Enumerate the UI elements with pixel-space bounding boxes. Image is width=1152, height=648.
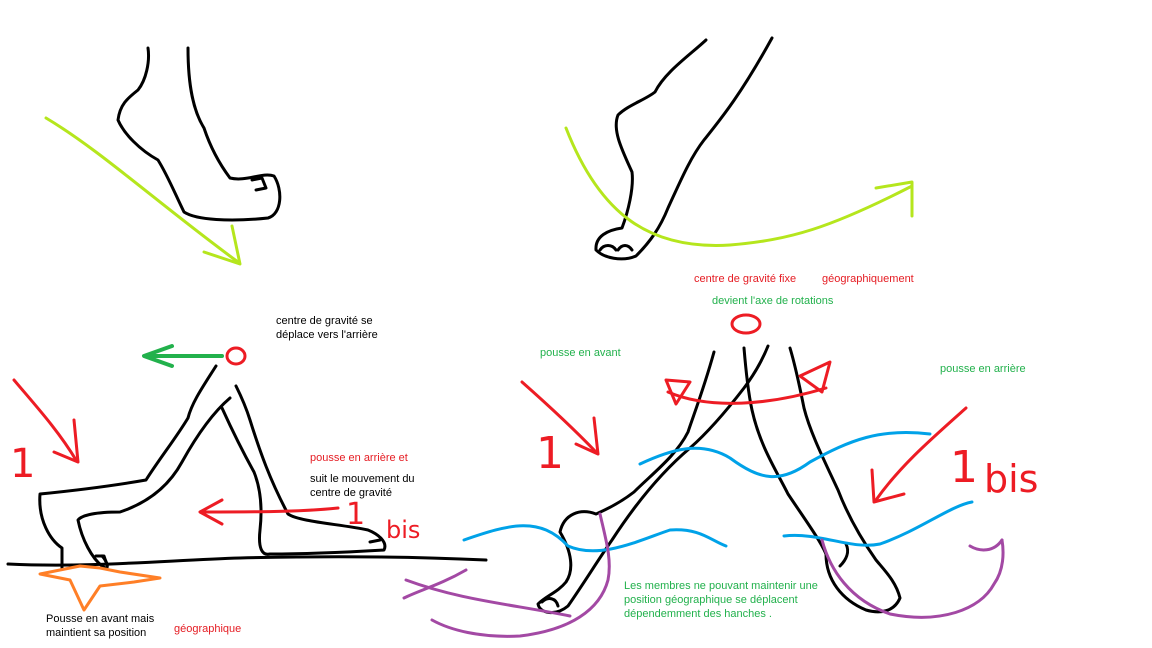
label-geographic-left: géographique xyxy=(174,623,242,635)
left-walking-legs xyxy=(38,364,387,570)
label-follows-1: suit le mouvement du xyxy=(310,473,415,485)
centre-gravity-left xyxy=(225,346,247,366)
label-push-backward: pousse en arrière xyxy=(940,363,1026,375)
hand-one-bis-left-bis: bis xyxy=(386,516,421,544)
label-geographically: géographiquement xyxy=(822,273,914,285)
lime-arrow-down xyxy=(44,116,242,266)
red-rotation-arrow xyxy=(664,360,832,406)
hand-one-right: 1 xyxy=(536,428,564,479)
label-cg-moves-2: déplace vers l'arrière xyxy=(276,329,378,341)
label-follows-2: centre de gravité xyxy=(310,487,392,499)
label-push-forward-keeps-2: maintient sa position xyxy=(46,627,147,639)
hand-one-bis-right-num: 1 xyxy=(950,442,978,493)
hand-one-bis-left-num: 1 xyxy=(346,497,366,532)
top-left-foot xyxy=(116,46,282,222)
blue-wave-lines xyxy=(462,430,974,553)
impact-star xyxy=(38,564,162,612)
ground-line xyxy=(6,555,488,567)
red-arrow-push-back xyxy=(198,498,340,526)
label-cg-moves-1: centre de gravité se xyxy=(276,315,373,327)
label-push-forward: pousse en avant xyxy=(540,347,621,359)
green-arrow-left xyxy=(142,344,224,368)
centre-gravity-right xyxy=(730,313,762,335)
lime-arrow-up xyxy=(564,126,914,247)
hand-one-bis-right-bis: bis xyxy=(984,457,1039,501)
label-limbs-2: position géographique se déplacent xyxy=(624,594,798,606)
hand-one-left: 1 xyxy=(10,441,36,487)
purple-arcs xyxy=(402,512,1005,638)
red-arrow-one-right xyxy=(520,380,600,456)
label-limbs-3: dépendemment des hanches . xyxy=(624,608,772,620)
red-arrow-one-left xyxy=(12,378,80,464)
label-cg-fixed: centre de gravité fixe xyxy=(694,273,797,285)
label-becomes-axis: devient l'axe de rotations xyxy=(712,295,834,307)
red-arrow-one-bis-right xyxy=(870,406,968,504)
label-push-back-and: pousse en arrière et xyxy=(310,452,408,464)
label-limbs-1: Les membres ne pouvant maintenir une xyxy=(624,580,818,592)
top-right-foot xyxy=(594,36,774,261)
label-push-forward-keeps-1: Pousse en avant mais xyxy=(46,613,155,625)
right-walking-legs xyxy=(536,344,902,614)
